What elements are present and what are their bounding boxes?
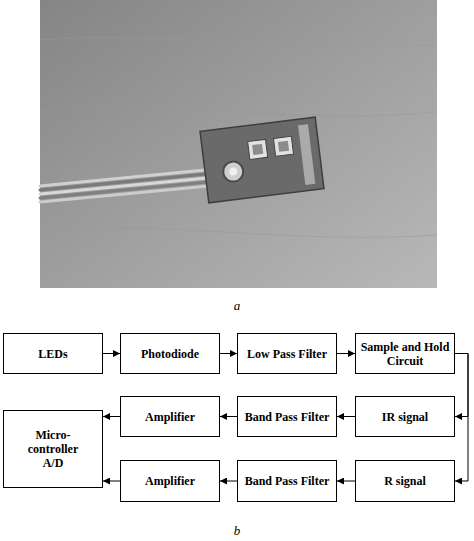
wood-grain bbox=[40, 38, 437, 238]
node-label: Low Pass Filter bbox=[247, 347, 327, 361]
process-box: Sample and Hold Circuit bbox=[355, 333, 455, 374]
node-label: Micro- controller A/D bbox=[22, 428, 84, 470]
node-label: Sample and Hold Circuit bbox=[360, 340, 450, 368]
subfigure-label: a bbox=[234, 298, 241, 314]
node-label: Band Pass Filter bbox=[245, 474, 330, 488]
process-box: LEDs bbox=[3, 333, 103, 374]
signal-arrow bbox=[337, 353, 355, 354]
node-label: R signal bbox=[384, 474, 426, 488]
process-box: Photodiode bbox=[120, 333, 220, 374]
subfigure-label: b bbox=[234, 523, 241, 539]
node-label: Amplifier bbox=[145, 474, 195, 488]
signal-arrow bbox=[220, 353, 237, 354]
node-label: Band Pass Filter bbox=[245, 410, 330, 424]
signal-arrow bbox=[337, 481, 355, 482]
process-box: Amplifier bbox=[120, 396, 220, 437]
photo-background bbox=[40, 0, 437, 288]
ribbon-cable bbox=[40, 170, 209, 202]
signal-arrow bbox=[455, 354, 468, 417]
pcb-board bbox=[200, 117, 324, 203]
signal-arrow bbox=[220, 416, 237, 417]
process-box: Low Pass Filter bbox=[237, 333, 337, 374]
process-box: IR signal bbox=[355, 396, 455, 437]
process-box: Amplifier bbox=[120, 460, 220, 502]
process-box: R signal bbox=[355, 460, 455, 502]
signal-arrow bbox=[337, 416, 355, 417]
process-box: Band Pass Filter bbox=[237, 396, 337, 437]
node-label: Amplifier bbox=[145, 410, 195, 424]
signal-arrow bbox=[103, 353, 120, 354]
signal-arrow bbox=[103, 481, 120, 482]
signal-arrow bbox=[220, 481, 237, 482]
signal-arrow bbox=[103, 416, 120, 417]
process-box: Band Pass Filter bbox=[237, 460, 337, 502]
signal-arrow bbox=[455, 354, 468, 482]
process-box: Micro- controller A/D bbox=[3, 410, 103, 488]
node-label: Photodiode bbox=[141, 347, 199, 361]
node-label: IR signal bbox=[382, 410, 428, 424]
node-label: LEDs bbox=[38, 347, 67, 361]
